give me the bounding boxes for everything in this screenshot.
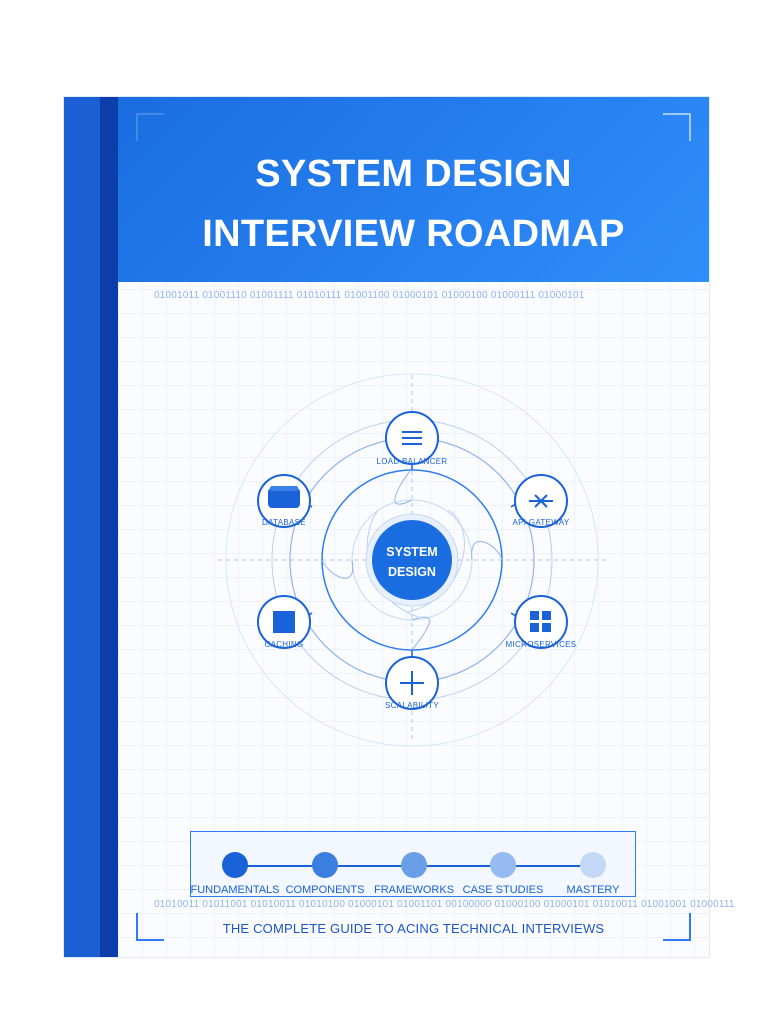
grid-icon [530,611,551,632]
book-spine [64,97,100,957]
square-icon [273,611,295,633]
corner-bracket [663,913,691,941]
menu-icon [402,431,422,445]
center-node [372,520,452,600]
center-label-line-2: DESIGN [388,565,436,579]
database-icon [268,486,300,508]
roadmap-label-mastery: MASTERY [566,884,620,896]
center-label-line-1: SYSTEM [386,545,437,559]
roadmap-step-components [312,852,338,878]
cover-subtitle: THE COMPLETE GUIDE TO ACING TECHNICAL IN… [222,921,605,936]
ring-outer-faint [225,373,599,747]
roadmap-label-frameworks: FRAMEWORKS [373,884,455,896]
node-api-gateway: API GATEWAY [513,474,570,528]
book-spine-inner [100,97,118,957]
node-label-api-gateway: API GATEWAY [513,518,570,527]
system-design-diagram: SYSTEM DESIGN LOAD BALANCER [218,373,606,747]
node-load-balancer: LOAD BALANCER [376,411,447,466]
roadmap-step-case-studies [490,852,516,878]
roadmap-label-components: COMPONENTS [285,884,365,896]
node-caching: CACHING [257,595,311,649]
roadmap-label-fundamentals: FUNDAMENTALS [190,884,280,896]
cover-page: SYSTEM DESIGN INTERVIEW ROADMAP 01001011… [118,97,734,957]
roadmap-step-mastery [580,852,606,878]
corner-bracket [136,913,164,941]
title-line-1: SYSTEM DESIGN [255,153,572,195]
node-label-microservices: MICROSERVICES [506,640,577,649]
book-cover: SYSTEM DESIGN INTERVIEW ROADMAP 01001011… [64,97,734,957]
node-label-caching: CACHING [265,640,304,649]
node-label-scalability: SCALABILITY [385,701,439,710]
node-label-load-balancer: LOAD BALANCER [376,457,447,466]
binary-strip-top: 01001011 01001110 01001111 01010111 0100… [154,290,585,301]
corner-bracket [136,113,164,141]
roadmap-step-frameworks [401,852,427,878]
node-database: DATABASE [257,474,311,528]
binary-strip-bottom: 01010011 01011001 01010011 01010100 0100… [154,899,735,910]
gateway-icon [529,494,553,508]
roadmap-label-case-studies: CASE STUDIES [462,884,544,896]
node-microservices: MICROSERVICES [506,595,577,649]
title-line-2: INTERVIEW ROADMAP [202,213,625,255]
corner-bracket [663,113,691,141]
node-label-database: DATABASE [262,518,306,527]
roadmap-step-fundamentals [222,852,248,878]
roadmap-panel: FUNDAMENTALS COMPONENTS FRAMEWORKS CASE … [190,831,636,897]
plus-icon [400,671,424,695]
cover-header: SYSTEM DESIGN INTERVIEW ROADMAP [118,97,709,282]
node-scalability: SCALABILITY [385,656,439,710]
